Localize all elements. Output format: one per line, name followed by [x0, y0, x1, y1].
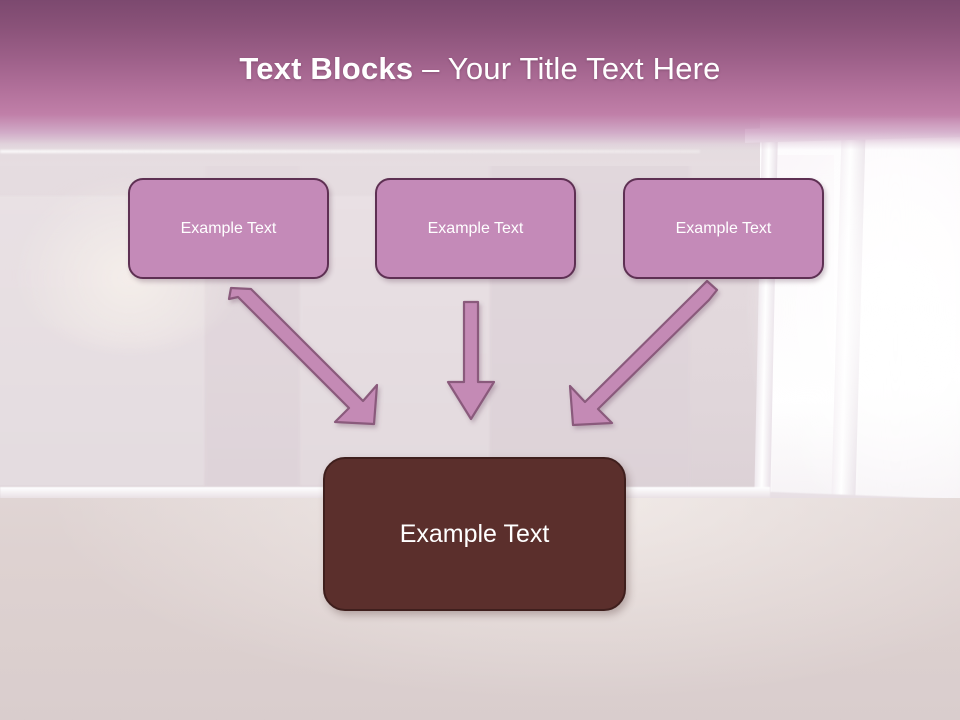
title-separator: –	[413, 51, 448, 86]
text-block-2[interactable]: Example Text	[375, 178, 576, 279]
result-text-block-label: Example Text	[399, 519, 550, 548]
text-block-1-label: Example Text	[180, 219, 277, 237]
title-light-part: Your Title Text Here	[447, 51, 721, 86]
text-block-1[interactable]: Example Text	[128, 178, 329, 279]
page-title: Text Blocks – Your Title Text Here	[0, 51, 960, 86]
text-block-3-label: Example Text	[675, 219, 772, 237]
text-block-2-label: Example Text	[427, 219, 524, 237]
title-band: Text Blocks – Your Title Text Here	[0, 0, 960, 150]
result-text-block[interactable]: Example Text	[323, 457, 626, 611]
title-bold-part: Text Blocks	[239, 51, 414, 86]
text-block-3[interactable]: Example Text	[623, 178, 824, 279]
ceiling-cornice	[0, 150, 700, 153]
